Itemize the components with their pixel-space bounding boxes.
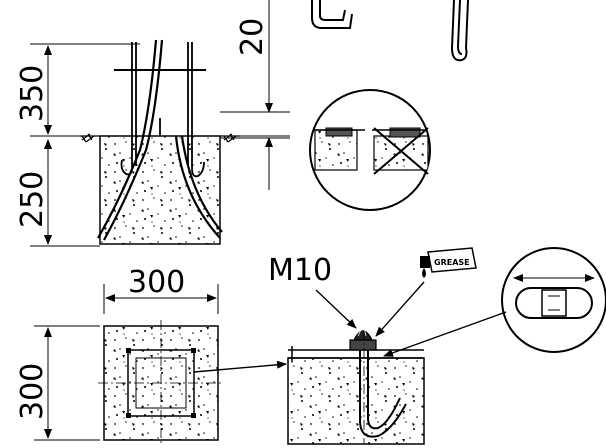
foundation-concrete-block [99, 135, 221, 245]
plan-template-square [98, 320, 224, 446]
installed-nut-washer [349, 327, 377, 351]
hook-length-label: 20 [235, 18, 270, 56]
foundation-length-label: 300 [15, 363, 50, 420]
hook-detail-left [311, 0, 353, 29]
installed-anchor-bolt [359, 330, 407, 444]
plan-bolt-markers [126, 348, 196, 418]
grease-tube-icon: GREASE [420, 247, 477, 278]
bolt-size-label: M10 [268, 253, 332, 288]
grout-detail-circle [309, 89, 431, 211]
bolt-size-leader [315, 289, 357, 329]
ground-hatch [80, 133, 240, 143]
foundation-depth-dimension [30, 139, 100, 247]
cross-out-icon [373, 127, 429, 175]
grease-tube-label: GREASE [434, 258, 470, 267]
hook-length-dimension [220, 0, 290, 190]
installed-foundation-block [287, 357, 425, 445]
foundation-depth-label: 250 [15, 171, 50, 228]
plan-to-section-leader [193, 360, 287, 373]
foundation-width-dimension [103, 284, 219, 314]
foundation-width-label: 300 [128, 265, 185, 300]
hook-detail-right [450, 0, 469, 62]
spirit-level-icon [501, 247, 606, 353]
grease-leader [375, 281, 425, 337]
cable-conduit [97, 39, 223, 241]
level-leader [383, 311, 507, 357]
foundation-length-dimension [34, 325, 100, 441]
anchor-projection-label: 350 [15, 65, 50, 122]
